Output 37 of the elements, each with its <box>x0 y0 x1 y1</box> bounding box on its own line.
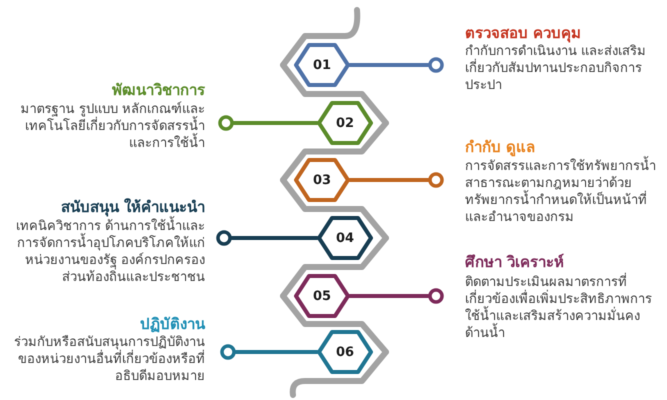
number-hexagon: 04 <box>317 216 373 260</box>
step-title: ตรวจสอบ ควบคุม <box>465 23 582 43</box>
connector-line <box>232 121 319 125</box>
step-title: ปฏิบัติงาน <box>140 314 205 334</box>
ring-marker <box>218 115 234 131</box>
step-description: มาตรฐาน รูปแบบ หลักเกณฑ์และเทคโนโลยีเกี่ยวกับการจัดสรรน้ำและการใช้น้ำ <box>20 101 205 152</box>
ring-marker <box>428 172 444 188</box>
connector-line <box>348 294 430 298</box>
step-description: ร่วมกับหรือสนับสนุนการปฏิบัติงานของหน่วยงานอื่นที่เกี่ยวข้องหรือที่อธิบดีมอบหมาย <box>13 334 205 385</box>
connector-line <box>348 178 430 182</box>
ring-marker <box>220 344 236 360</box>
step-title: กำกับ ดูแล <box>465 137 536 156</box>
step-description: กำกับการดำเนินงาน และส่งเสริมเกี่ยวกับสัมปทานประกอบกิจการประปา <box>465 43 648 94</box>
number-hexagon: 06 <box>317 330 373 374</box>
winding-line <box>290 349 389 398</box>
connector-line <box>230 236 319 240</box>
number-hexagon: 02 <box>317 101 373 145</box>
connector-line <box>348 63 430 67</box>
winding-line <box>280 235 389 299</box>
ring-marker <box>428 57 444 73</box>
winding-line <box>280 62 389 126</box>
connector-line <box>234 350 319 354</box>
ring-marker <box>428 288 444 304</box>
number-hexagon: 01 <box>294 43 350 87</box>
step-title: สนับสนุน ให้คำแนะนำ <box>60 197 205 216</box>
step-description: การจัดสรรและการใช้ทรัพยากรน้ำสาธารณะตามกฎหมายว่าด้วยทรัพยากรน้ำกำหนดให้เป็นหน้าที่และอำนาจของกรม <box>465 158 657 226</box>
step-title: พัฒนาวิชาการ <box>112 80 205 100</box>
number-hexagon: 05 <box>294 274 350 318</box>
number-hexagon: 03 <box>294 158 350 202</box>
winding-line <box>280 177 389 241</box>
winding-line <box>280 120 389 183</box>
winding-line <box>280 293 389 355</box>
winding-line <box>280 7 360 68</box>
step-description: เทคนิควิชาการ ด้านการใช้น้ำและการจัดการน้ำอุปโภคบริโภคให้แก่หน่วยงานของรัฐ องค์กรปกครองส่วนท้องถิ่นและประชาชน <box>13 218 205 286</box>
step-description: ติดตามประเมินผลมาตรการที่เกี่ยวข้องเพื่อเพิ่มประสิทธิภาพการใช้น้ำและเสริมสร้างความมั่นคงด้านน้ำ <box>465 274 657 342</box>
step-title: ศึกษา วิเคราะห์ <box>465 252 564 272</box>
ring-marker <box>216 230 232 246</box>
